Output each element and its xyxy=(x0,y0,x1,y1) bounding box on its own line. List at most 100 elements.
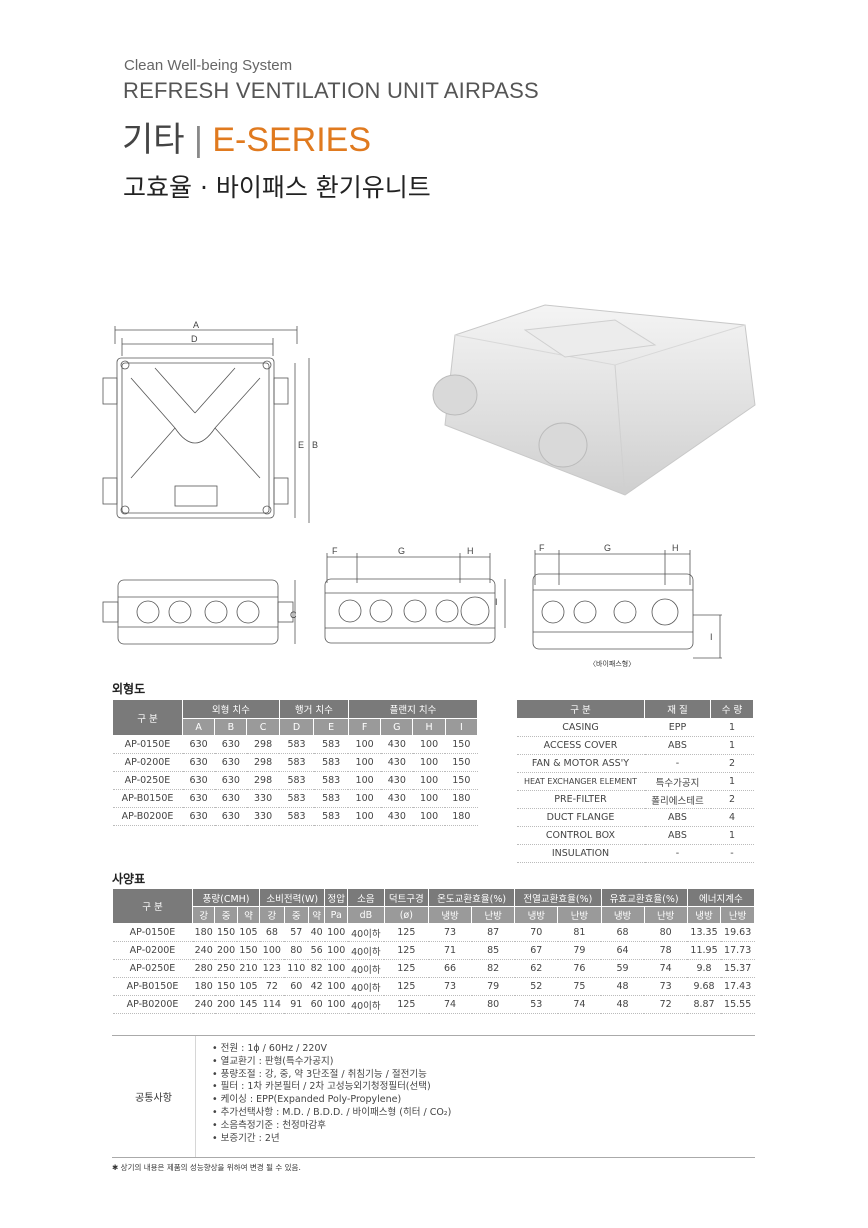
value-cell: 200 xyxy=(214,941,238,960)
value-cell: 100 xyxy=(348,735,381,754)
value-cell: 583 xyxy=(313,735,349,754)
value-cell: 630 xyxy=(214,735,247,754)
value-cell: 200 xyxy=(214,995,238,1014)
spec-sub-header: 냉방 xyxy=(427,906,473,924)
qty-cell: - xyxy=(710,844,754,863)
dim-col-a: A xyxy=(181,718,216,736)
value-cell: 125 xyxy=(384,959,429,978)
value-cell: 73 xyxy=(644,977,688,996)
dim-label-g: G xyxy=(398,546,405,556)
value-cell: 100 xyxy=(324,977,348,996)
value-cell: 630 xyxy=(182,735,215,754)
spec-group-header: 소음 xyxy=(347,888,385,907)
dimensions-head-label: 구 분 xyxy=(112,699,183,736)
value-cell: 40이하 xyxy=(347,995,385,1014)
value-cell: 66 xyxy=(428,959,472,978)
category-prefix: 기타 xyxy=(122,121,185,159)
value-cell: 40이하 xyxy=(347,959,385,978)
value-cell: 19.63 xyxy=(720,923,755,942)
product-line-title: REFRESH VENTILATION UNIT AIRPASS xyxy=(123,78,539,103)
value-cell: 91 xyxy=(284,995,309,1014)
dim-col-c: C xyxy=(246,718,280,736)
spec-group-header: 온도교환효율(%) xyxy=(427,888,516,907)
value-cell: 125 xyxy=(384,977,429,996)
spec-group-header: 유효교환효율(%) xyxy=(600,888,688,907)
value-cell: 180 xyxy=(445,807,478,826)
dim-label-f: F xyxy=(332,546,338,556)
value-cell: 79 xyxy=(557,941,601,960)
value-cell: 100 xyxy=(348,789,381,808)
value-cell: 100 xyxy=(324,995,348,1014)
spec-sub-header: 난방 xyxy=(557,906,602,924)
common-note-item: • 케이싱 : EPP(Expanded Poly-Propylene) xyxy=(212,1094,402,1106)
value-cell: 100 xyxy=(324,941,348,960)
dim-group-outer: 외형 치수 xyxy=(182,699,280,719)
value-cell: 105 xyxy=(237,977,260,996)
spec-group-header: 덕트구경 xyxy=(383,888,430,907)
value-cell: 81 xyxy=(557,923,601,942)
value-cell: 150 xyxy=(214,923,238,942)
spec-group-header: 풍량(CMH) xyxy=(191,888,261,907)
value-cell: 100 xyxy=(324,959,348,978)
value-cell: 48 xyxy=(601,977,645,996)
value-cell: 40이하 xyxy=(347,941,385,960)
bypass-label-i: I xyxy=(710,632,713,642)
value-cell: 60 xyxy=(284,977,309,996)
value-cell: 583 xyxy=(279,735,314,754)
value-cell: 180 xyxy=(445,789,478,808)
dim-col-i: I xyxy=(444,718,479,736)
value-cell: 15.37 xyxy=(720,959,755,978)
value-cell: 630 xyxy=(214,771,247,790)
value-cell: 240 xyxy=(192,995,215,1014)
value-cell: 59 xyxy=(601,959,645,978)
value-cell: 100 xyxy=(324,923,348,942)
model-cell: AP-0150E xyxy=(112,735,183,754)
qty-cell: 1 xyxy=(710,826,754,845)
value-cell: 250 xyxy=(214,959,238,978)
common-notes-label: 공통사항 xyxy=(112,1036,196,1157)
value-cell: 240 xyxy=(192,941,215,960)
dim-col-g: G xyxy=(380,718,414,736)
model-cell: AP-B0200E xyxy=(112,995,193,1014)
materials-head-qty: 수 량 xyxy=(710,699,754,719)
value-cell: 100 xyxy=(412,771,446,790)
table-row: INSULATION-- xyxy=(516,844,754,863)
dim-col-f: F xyxy=(347,718,382,736)
dimensions-section-title: 외형도 xyxy=(112,682,146,696)
value-cell: 430 xyxy=(380,735,413,754)
value-cell: 430 xyxy=(380,807,413,826)
value-cell: 150 xyxy=(445,753,478,772)
spec-sub-header: 냉방 xyxy=(600,906,645,924)
value-cell: 40이하 xyxy=(347,977,385,996)
product-photo xyxy=(432,304,756,496)
spec-group-header: 에너지계수 xyxy=(686,888,756,907)
value-cell: 72 xyxy=(259,977,285,996)
value-cell: 15.55 xyxy=(720,995,755,1014)
part-cell: HEAT EXCHANGER ELEMENT xyxy=(516,772,645,791)
value-cell: 40이하 xyxy=(347,923,385,942)
value-cell: 298 xyxy=(246,735,280,754)
value-cell: 68 xyxy=(601,923,645,942)
value-cell: 87 xyxy=(471,923,515,942)
value-cell: 80 xyxy=(471,995,515,1014)
value-cell: 583 xyxy=(279,771,314,790)
material-cell: 특수가공지 xyxy=(644,772,711,791)
dim-group-flange: 플랜지 치수 xyxy=(347,699,479,719)
spec-sub-header: 냉방 xyxy=(686,906,722,924)
value-cell: 630 xyxy=(182,753,215,772)
specs-head-label: 구 분 xyxy=(112,888,193,924)
value-cell: 74 xyxy=(428,995,472,1014)
front-view-drawing: F G H I xyxy=(324,546,506,644)
part-cell: CONTROL BOX xyxy=(516,826,645,845)
common-note-item: • 열교환기 : 판형(특수가공지) xyxy=(212,1055,334,1067)
value-cell: 150 xyxy=(237,941,260,960)
value-cell: 8.87 xyxy=(687,995,721,1014)
